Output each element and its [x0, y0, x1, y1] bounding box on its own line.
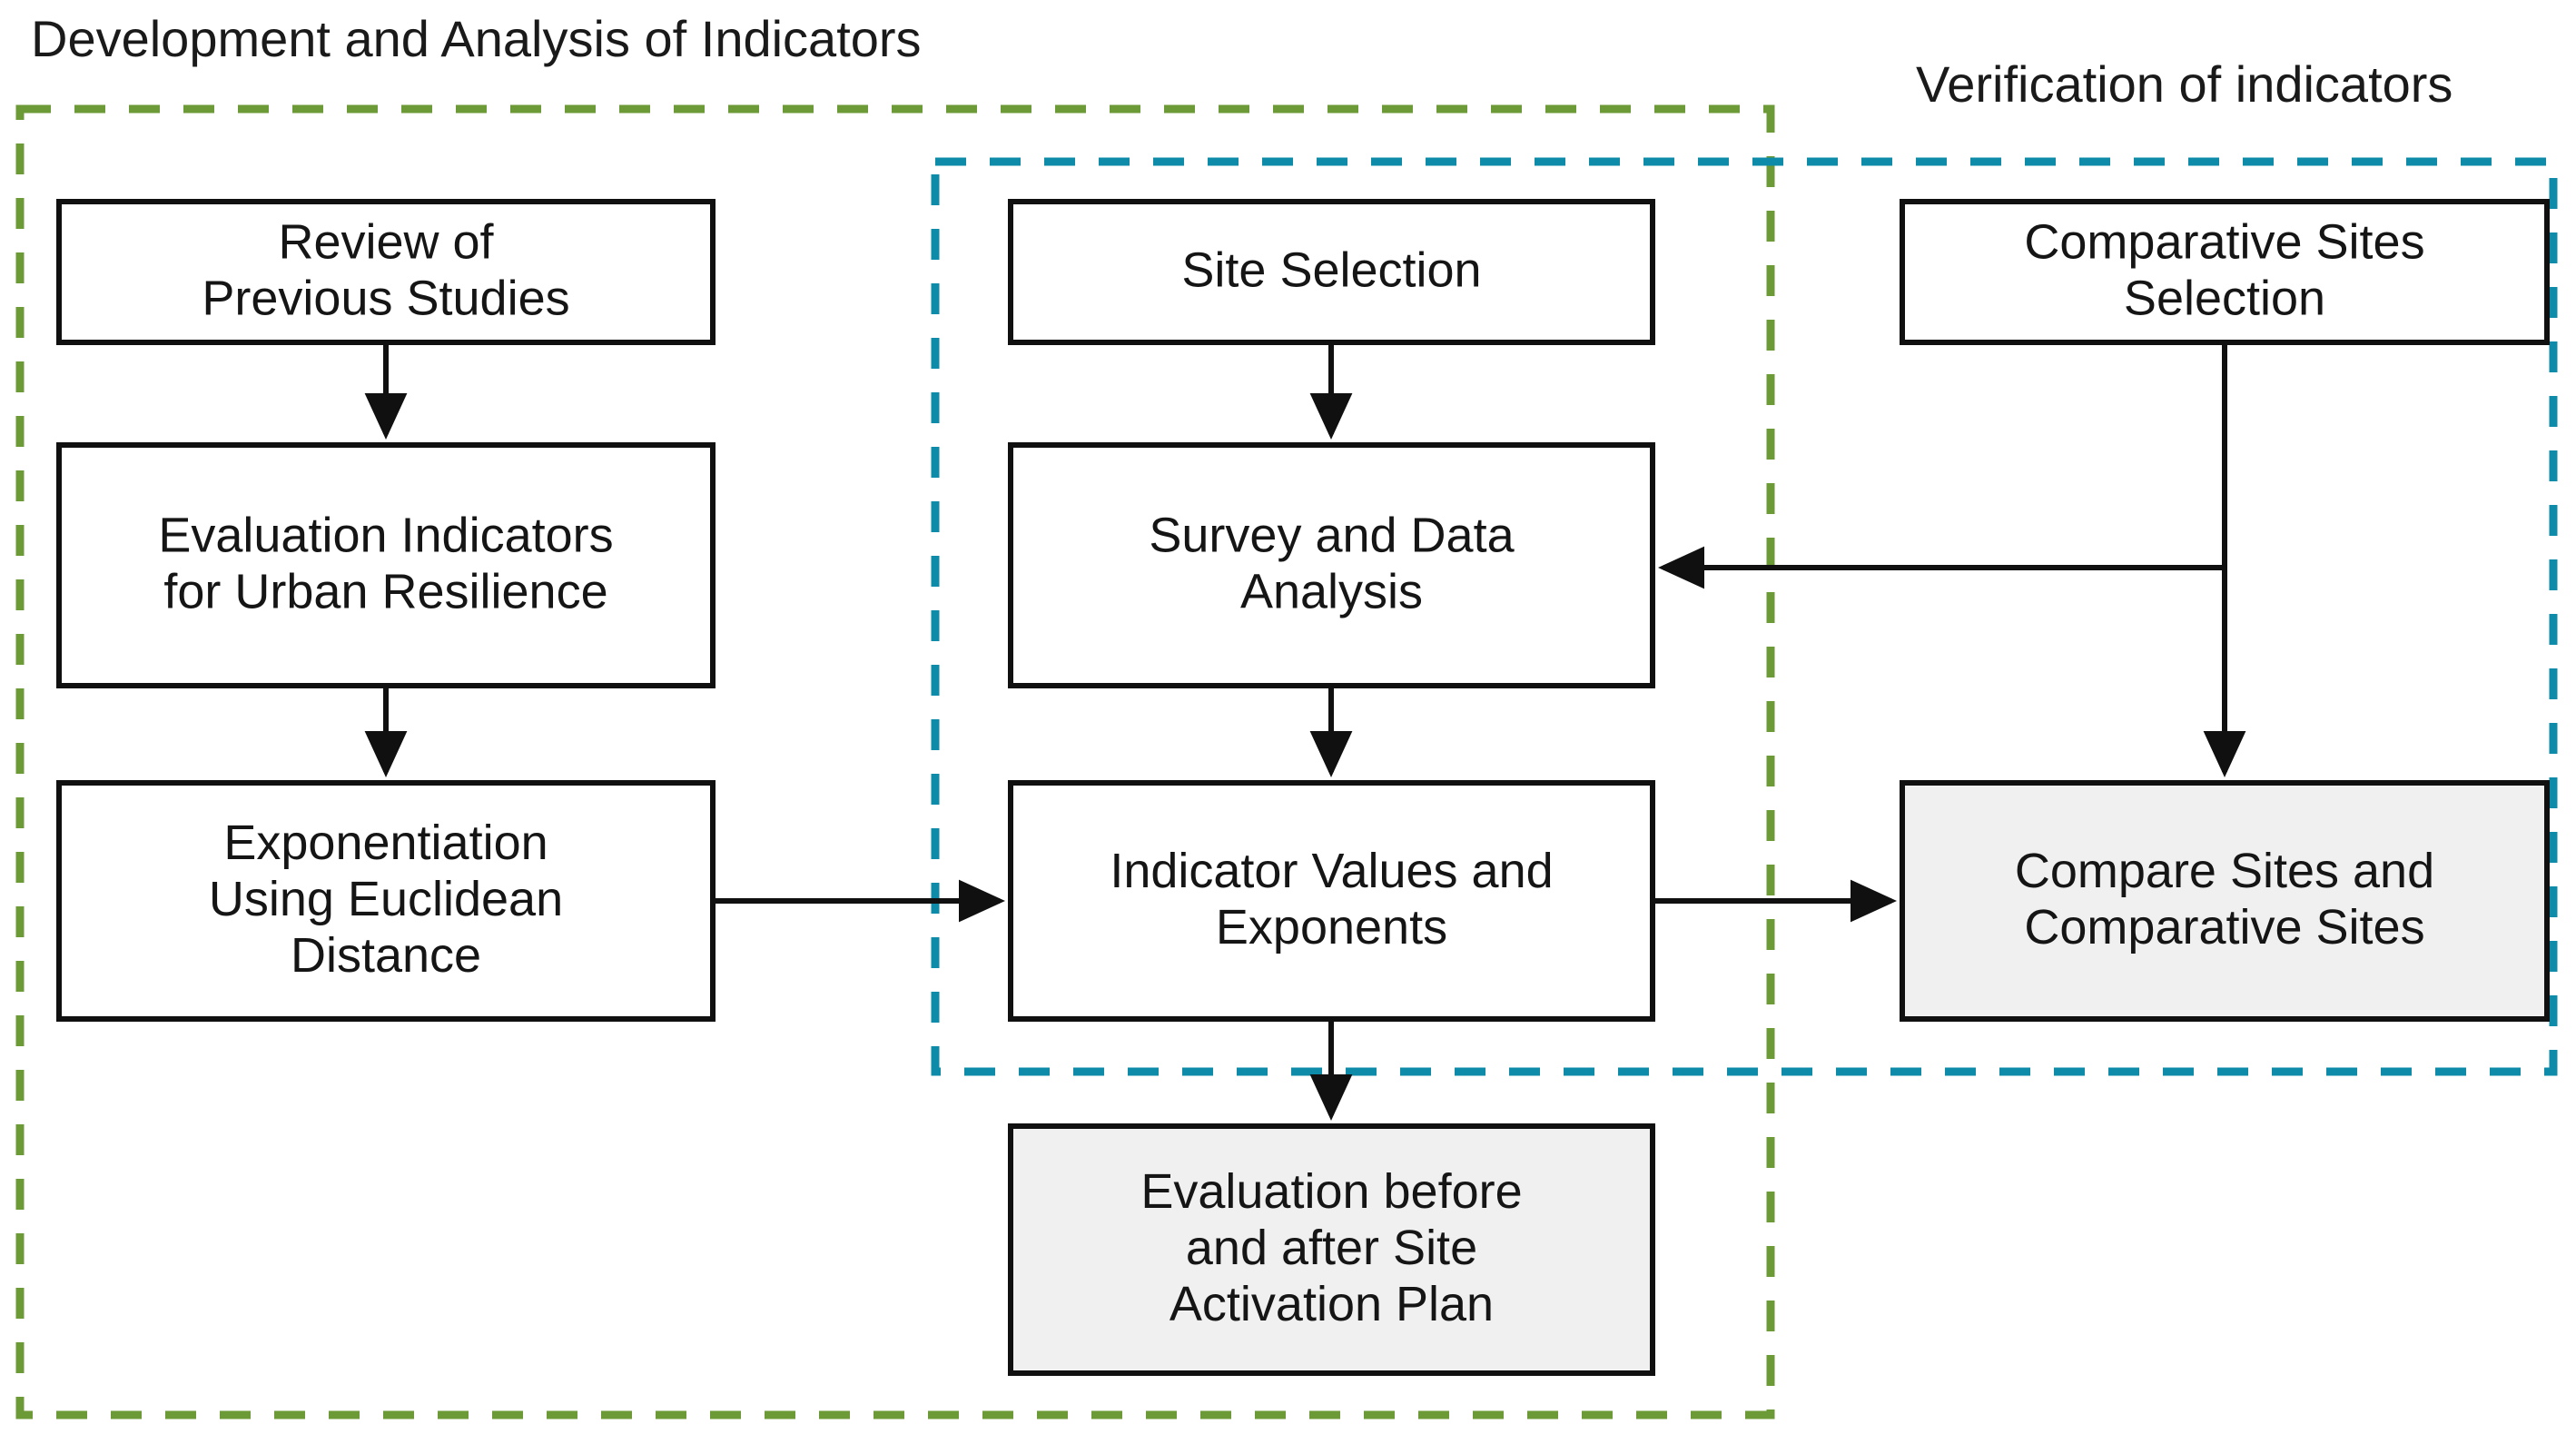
node-label-indicator-values-and-exponents: Indicator Values and	[1110, 844, 1553, 898]
node-box-compare-sites-and-comparative-sites	[1900, 780, 2550, 1022]
group-boundary-development	[15, 104, 1775, 1419]
node-box-review-previous-studies	[56, 199, 716, 345]
group-boundary-verification	[931, 157, 2558, 1076]
node-box-comparative-sites-selection	[1900, 199, 2550, 345]
node-label-evaluation-indicators-urban-resilience: Evaluation Indicators	[158, 509, 613, 563]
node-box-exponentiation-euclidean-distance	[56, 780, 716, 1022]
node-label-exponentiation-euclidean-distance: Using Euclidean	[209, 872, 563, 926]
group-labels: Development and Analysis of IndicatorsVe…	[31, 10, 2453, 113]
node-label-comparative-sites-selection: Selection	[2124, 272, 2325, 326]
node-label-evaluation-before-after-site-activation-plan: Evaluation before	[1140, 1164, 1522, 1219]
node-label-survey-and-data-analysis: Analysis	[1240, 565, 1423, 619]
node-label-evaluation-indicators-urban-resilience: for Urban Resilience	[163, 565, 607, 619]
node-label-site-selection: Site Selection	[1181, 243, 1481, 298]
group-title-development: Development and Analysis of Indicators	[31, 10, 922, 67]
node-label-exponentiation-euclidean-distance: Exponentiation	[223, 816, 548, 870]
node-label-survey-and-data-analysis: Survey and Data	[1149, 509, 1515, 563]
group-title-verification: Verification of indicators	[1916, 55, 2453, 113]
node-box-evaluation-before-after-site-activation-plan	[1008, 1123, 1655, 1376]
node-site-selection[interactable]: Site Selection	[1008, 199, 1655, 345]
node-label-comparative-sites-selection: Comparative Sites	[2024, 215, 2424, 270]
edges	[364, 342, 2246, 1121]
node-label-indicator-values-and-exponents: Exponents	[1216, 900, 1447, 954]
node-label-compare-sites-and-comparative-sites: Comparative Sites	[2024, 900, 2424, 954]
node-label-exponentiation-euclidean-distance: Distance	[291, 928, 481, 983]
node-label-review-previous-studies: Previous Studies	[202, 272, 569, 326]
node-label-compare-sites-and-comparative-sites: Compare Sites and	[2015, 844, 2434, 898]
node-box-indicator-values-and-exponents	[1008, 780, 1655, 1022]
edge-comparative-sites-to-survey	[1658, 342, 2227, 589]
node-box-site-selection	[1008, 199, 1655, 345]
node-label-review-previous-studies: Review of	[278, 215, 494, 270]
node-label-evaluation-before-after-site-activation-plan: Activation Plan	[1170, 1277, 1494, 1331]
node-label-evaluation-before-after-site-activation-plan: and after Site	[1186, 1221, 1477, 1275]
group-boundaries	[15, 104, 2558, 1419]
node-box-survey-and-data-analysis	[1008, 442, 1655, 688]
node-box-evaluation-indicators-urban-resilience	[56, 442, 716, 688]
